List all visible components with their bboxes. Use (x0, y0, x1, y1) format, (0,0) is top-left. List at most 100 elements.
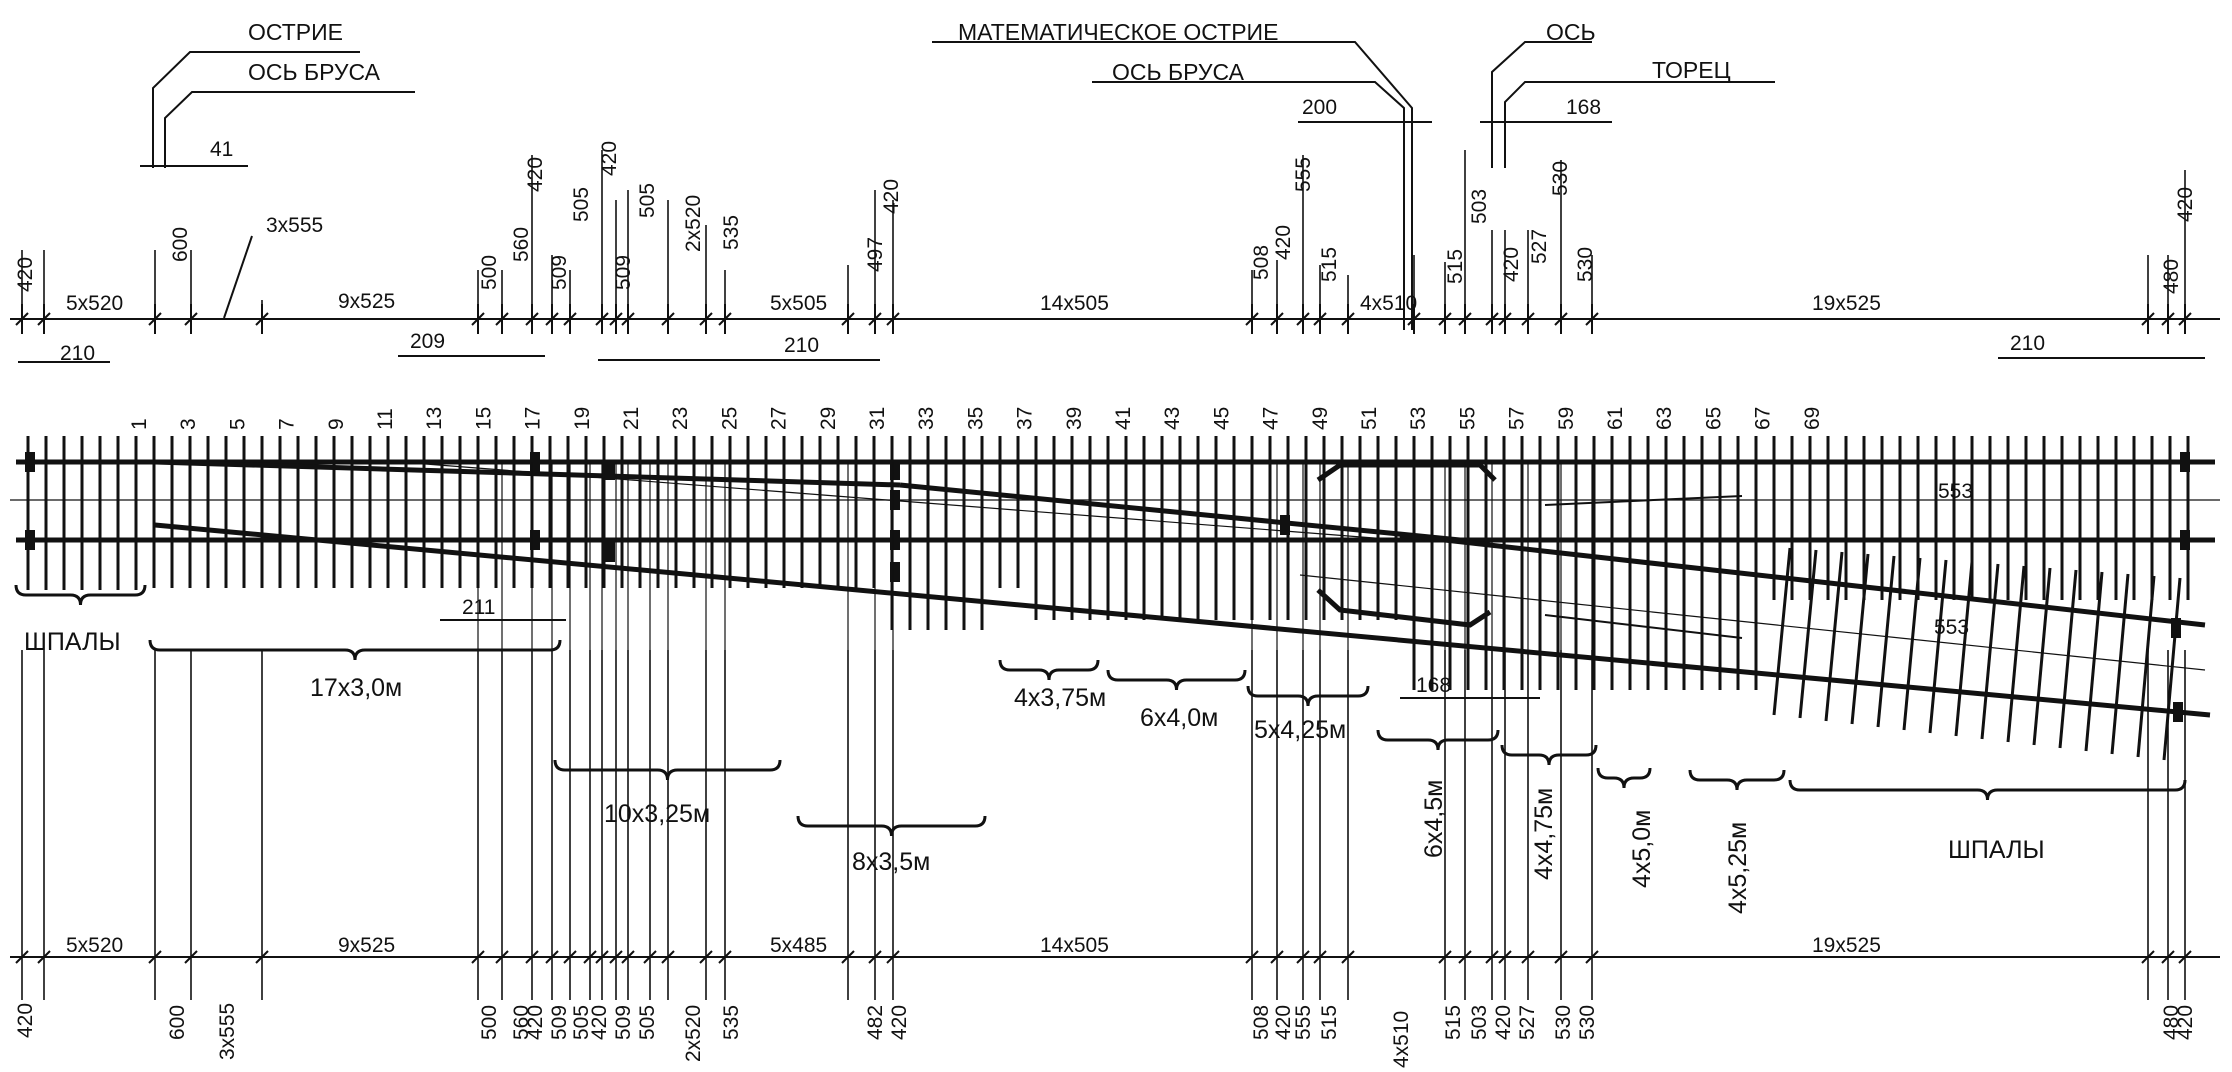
group-label: 8x3,5м (852, 848, 930, 876)
sleeper-number: 27 (768, 407, 791, 430)
bottom-tick-slash (699, 950, 713, 964)
group-brace (796, 815, 987, 837)
bottom-tick-slash (1585, 950, 1599, 964)
guard-rail (1316, 462, 1497, 483)
sleeper-number: 23 (669, 407, 692, 430)
bottom-vertical-label: 420 (1272, 1005, 1295, 1040)
rail-joint (2173, 702, 2183, 722)
bottom-vertical-label: 500 (478, 1005, 501, 1040)
callout-math-ostrie: МАТЕМАТИЧЕСКОЕ ОСТРИЕ (958, 19, 1278, 45)
bottom-vertical-label: 503 (1468, 1005, 1491, 1040)
rail-joint (2171, 618, 2181, 638)
dimension-ticks-layer (15, 150, 2192, 1000)
rail-joint (605, 542, 615, 562)
group-brace (14, 584, 147, 606)
sleepers-layer (26, 436, 2190, 761)
top-vertical-label: 420 (598, 141, 621, 176)
top-tick-slash (621, 312, 635, 326)
dim-41: 41 (210, 138, 233, 161)
top-tick-slash (1245, 312, 1259, 326)
sleeper-number: 67 (1752, 407, 1775, 430)
bottom-vertical-label: 4x510 (1390, 1011, 1413, 1068)
sleeper (2058, 569, 2078, 749)
top-vertical-label: 2x520 (682, 195, 705, 252)
top-vertical-label: 560 (510, 227, 533, 262)
top-tick-slash (1296, 312, 1310, 326)
sleeper (1980, 563, 2000, 740)
bottom-tick-slash (621, 950, 635, 964)
bottom-vertical-label: 2x520 (682, 1005, 705, 1062)
dim-210-a: 210 (60, 342, 95, 365)
bottom-tick-slash (37, 950, 51, 964)
group-brace (1596, 767, 1652, 789)
group-brace (1788, 779, 2187, 801)
bottom-vertical-label: 420 (1492, 1005, 1515, 1040)
top-tick-slash (595, 312, 609, 326)
callout-leaders (140, 41, 1775, 330)
top-tick-slash (2178, 312, 2192, 326)
rail-joint (2180, 452, 2190, 472)
leader-3x555 (223, 235, 253, 319)
sleeper-number: 3 (177, 418, 200, 430)
bottom-tick-slash (545, 950, 559, 964)
rail-joint (530, 530, 540, 550)
sleeper-number: 59 (1555, 407, 1578, 430)
top-tick-slash (1407, 312, 1421, 326)
rail-joint (890, 490, 900, 510)
sleeper-number: 39 (1063, 407, 1086, 430)
group-label: 4x4,75м (1530, 788, 1558, 880)
top-vertical-label: 420 (524, 157, 547, 192)
bottom-tick-slash (1554, 950, 1568, 964)
bottom-tick-slash (2161, 950, 2175, 964)
dim-line-553-a (1544, 495, 1743, 506)
top-chain-horizontal-labels: 5x520 3x555 9x525 5x505 14x505 4x510 19x… (66, 214, 1881, 315)
bottom-tick-slash (661, 950, 675, 964)
rail-joint (2180, 530, 2190, 550)
sleeper-number: 25 (718, 407, 741, 430)
bottom-vertical-label: 505 (636, 1005, 659, 1040)
callout-os-brusa-left: ОСЬ БРУСА (248, 59, 381, 85)
top-tick-slash (1485, 312, 1499, 326)
sleeper-number: 53 (1407, 407, 1430, 430)
top-hlabel: 9x525 (338, 290, 395, 313)
rail-joint (890, 460, 900, 480)
top-vertical-label: 508 (1250, 245, 1273, 280)
group-label: 6x4,0м (1140, 704, 1218, 732)
top-vertical-label: 420 (880, 179, 903, 214)
sleeper (2110, 573, 2130, 755)
top-vertical-label: 555 (1292, 157, 1315, 192)
sleeper (1954, 561, 1974, 737)
top-tick-slash (1270, 312, 1284, 326)
bottom-chain-horizontal-labels: 5x520 9x525 5x485 14x505 19x525 (66, 934, 1881, 957)
sleeper (2136, 575, 2156, 758)
bottom-tick-slash (184, 950, 198, 964)
dim-210-c: 210 (2010, 332, 2045, 355)
bottom-vertical-label: 600 (166, 1005, 189, 1040)
bottom-vertical-label: 482 (864, 1005, 887, 1040)
rails-layer (10, 452, 2220, 722)
top-vertical-label: 420 (2174, 187, 2197, 222)
sleeper-number: 11 (374, 408, 397, 430)
bottom-tick-slash (583, 950, 597, 964)
bottom-vertical-label: 508 (1250, 1005, 1273, 1040)
rail-joint (1280, 515, 1290, 535)
group-brace (1246, 685, 1370, 707)
dim-168-mid: 168 (1416, 674, 1451, 697)
bottom-tick-slash (1521, 950, 1535, 964)
top-vertical-label: 509 (548, 255, 571, 290)
group-label: 4x5,0м (1628, 810, 1656, 888)
bottom-vertical-label: 515 (1318, 1005, 1341, 1040)
bottom-vertical-label: 420 (588, 1005, 611, 1040)
top-secondary-labels: 210 209 210 210 (60, 330, 2045, 365)
bottom-vertical-label: 515 (1442, 1005, 1465, 1040)
dim-553-a: 553 (1938, 480, 1973, 503)
rail-joint (890, 562, 900, 582)
top-vertical-label: 420 (1500, 247, 1523, 282)
top-tick-slash (1521, 312, 1535, 326)
bottom-vertical-label: 480 (2160, 1005, 2183, 1040)
sleeper (1928, 559, 1948, 734)
rail-joint (605, 460, 615, 480)
group-brace (1106, 669, 1247, 691)
